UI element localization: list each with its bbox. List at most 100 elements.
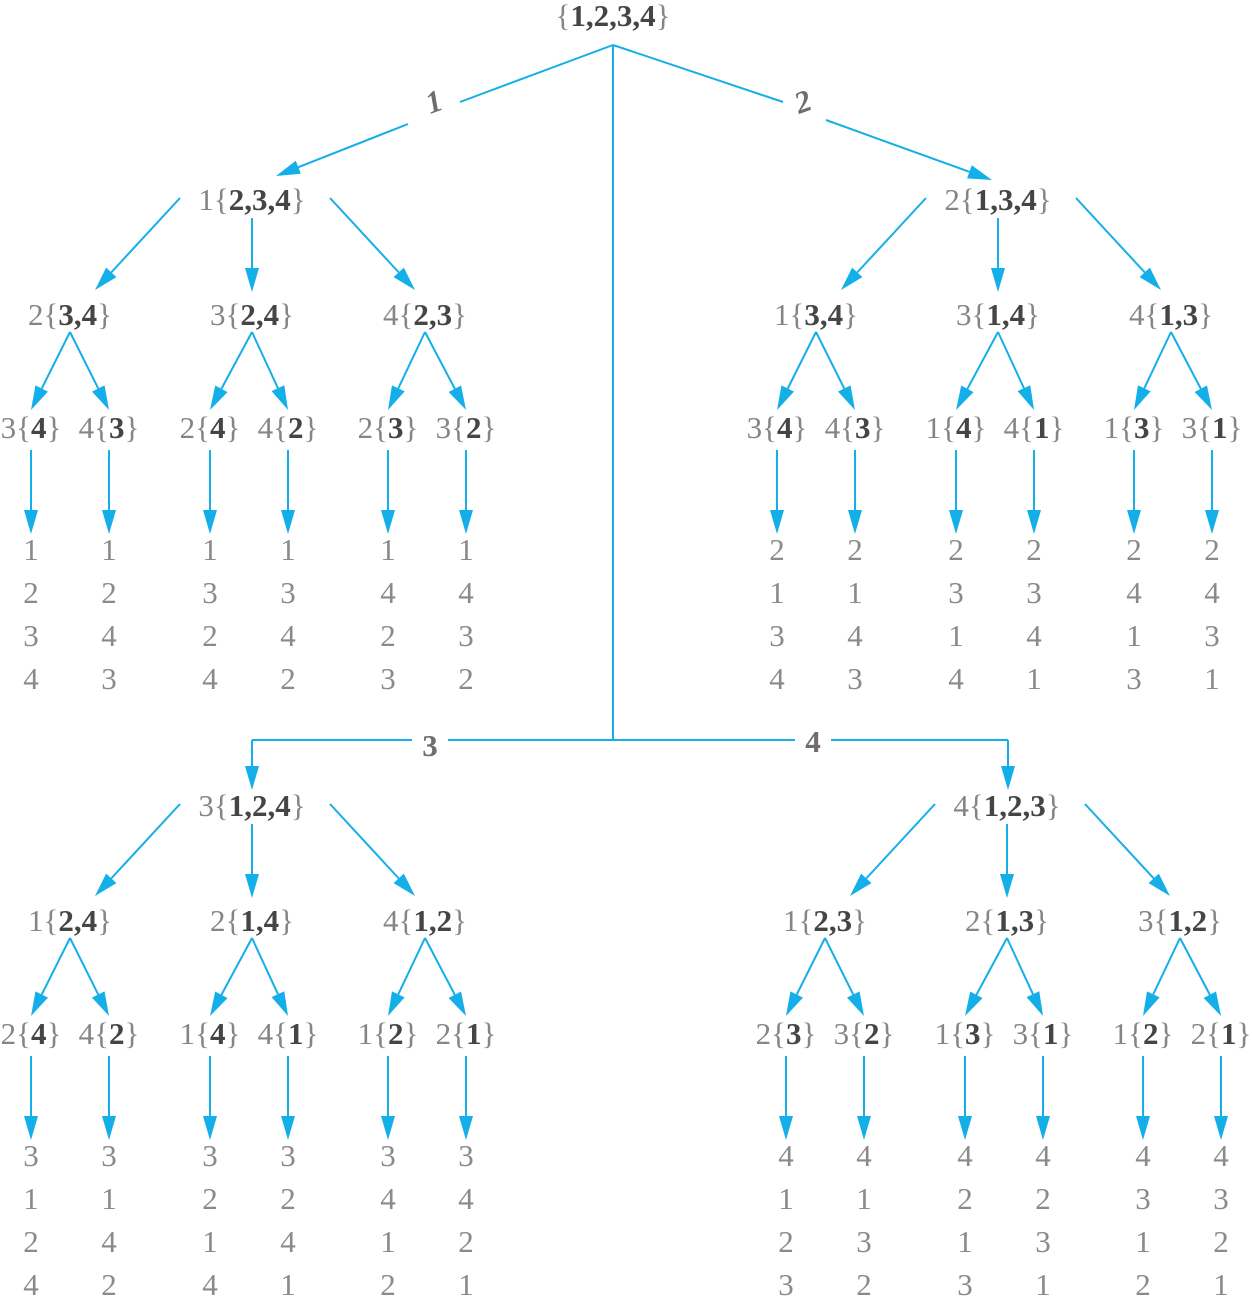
permutation-digit: 2 [1135,1267,1151,1298]
arrowhead-icon [1143,991,1160,1016]
open-brace: { [195,1016,210,1051]
arrow [1134,331,1172,410]
open-brace: { [195,410,210,445]
arrow-line [1075,197,1146,274]
arrow [31,331,71,410]
arrow [1214,1056,1228,1140]
level2-node: 1{3,4} [774,297,858,332]
permutation-digit: 4 [380,1181,396,1216]
arrow [777,331,817,410]
node-prefix: 3 [1182,410,1198,445]
open-brace: { [1153,903,1168,938]
level2-node: 2{1,3} [965,903,1049,938]
permutation-digit: 1 [856,1181,872,1216]
open-brace: { [1206,1016,1221,1051]
node-set: 1,2,3 [984,788,1046,823]
arrow-line [1179,937,1211,996]
arrowhead-icon [276,160,301,176]
close-brace: } [852,903,867,938]
arrow-line [110,197,181,274]
arrowhead-icon [102,1116,116,1140]
node-prefix: 3 [1,410,17,445]
permutation-digit: 2 [202,1181,218,1216]
node-prefix: 1 [180,1016,196,1051]
arrow [1143,937,1181,1016]
arrow [381,450,395,534]
close-brace: } [1150,410,1165,445]
permutation-digit: 4 [380,575,396,610]
close-brace: } [47,1016,62,1051]
permutation-digit: 4 [1126,575,1142,610]
node-set: 1,2,3,4 [570,0,655,33]
level3-node: 3{2} [436,410,497,445]
permutation-digit: 1 [1135,1224,1151,1259]
level1-node: 2{1,3,4} [944,182,1051,217]
arrow-line [1152,937,1181,995]
level2-node: 4{1,3} [1129,297,1213,332]
node-set: 1,3 [1159,297,1198,332]
node-prefix: 3 [1138,903,1154,938]
close-brace: } [226,410,241,445]
level3-node: 2{1} [1191,1016,1252,1051]
node-prefix: 4 [825,410,841,445]
arrow [949,450,963,534]
permutation-digit: 1 [380,532,396,567]
arrow-line [220,331,253,390]
node-set: 1,2 [1168,903,1207,938]
node-prefix: 4 [258,410,274,445]
close-brace: } [802,1016,817,1051]
node-set: 2,4 [240,297,279,332]
arrow-line [424,937,456,996]
node-set: 1 [1034,410,1050,445]
arrow [848,450,862,534]
arrow-line [824,937,855,995]
permutation-digit: 3 [1126,661,1142,696]
arrowhead-icon [31,991,48,1016]
level3-node: 1{3} [935,1016,996,1051]
arrow [24,1056,38,1140]
permutation-digit: 4 [101,618,117,653]
node-prefix: 4 [79,410,95,445]
arrow [1084,803,1170,896]
arrow-line [297,123,409,169]
arrowhead-icon [1205,510,1219,534]
arrow [24,450,38,534]
level2-node: 3{2,4} [210,297,294,332]
arrow-line [1143,331,1172,389]
edge-line [459,44,614,103]
close-brace: } [1228,410,1243,445]
permutation-digit: 1 [202,1224,218,1259]
close-brace: } [482,1016,497,1051]
arrow [841,197,927,290]
open-brace: { [43,903,58,938]
permutation-digit: 1 [1026,661,1042,696]
permutation-digit: 4 [23,1267,39,1298]
arrow [1170,331,1212,410]
open-brace: { [555,0,570,33]
open-brace: { [798,903,813,938]
open-brace: { [16,1016,31,1051]
level2-node: 2{1,4} [210,903,294,938]
permutation-digit: 2 [280,661,296,696]
open-brace: { [1128,1016,1143,1051]
permutation-digit: 2 [101,575,117,610]
permutation-digit: 4 [1026,618,1042,653]
arrow [1136,1056,1150,1140]
arrow [69,331,109,410]
close-brace: } [843,297,858,332]
permutation-digit: 4 [458,1181,474,1216]
permutation-digit: 3 [101,661,117,696]
node-prefix: 2 [965,903,981,938]
permutation-digit: 1 [101,1181,117,1216]
permutation-digit: 1 [1204,661,1220,696]
close-brace: } [972,410,987,445]
arrow [251,937,288,1016]
arrow [388,937,426,1016]
open-brace: { [225,903,240,938]
arrow [1027,450,1041,534]
arrow [31,937,71,1016]
node-set: 4 [210,1016,226,1051]
permutation-digit: 4 [1035,1138,1051,1173]
arrowhead-icon [1134,385,1151,410]
